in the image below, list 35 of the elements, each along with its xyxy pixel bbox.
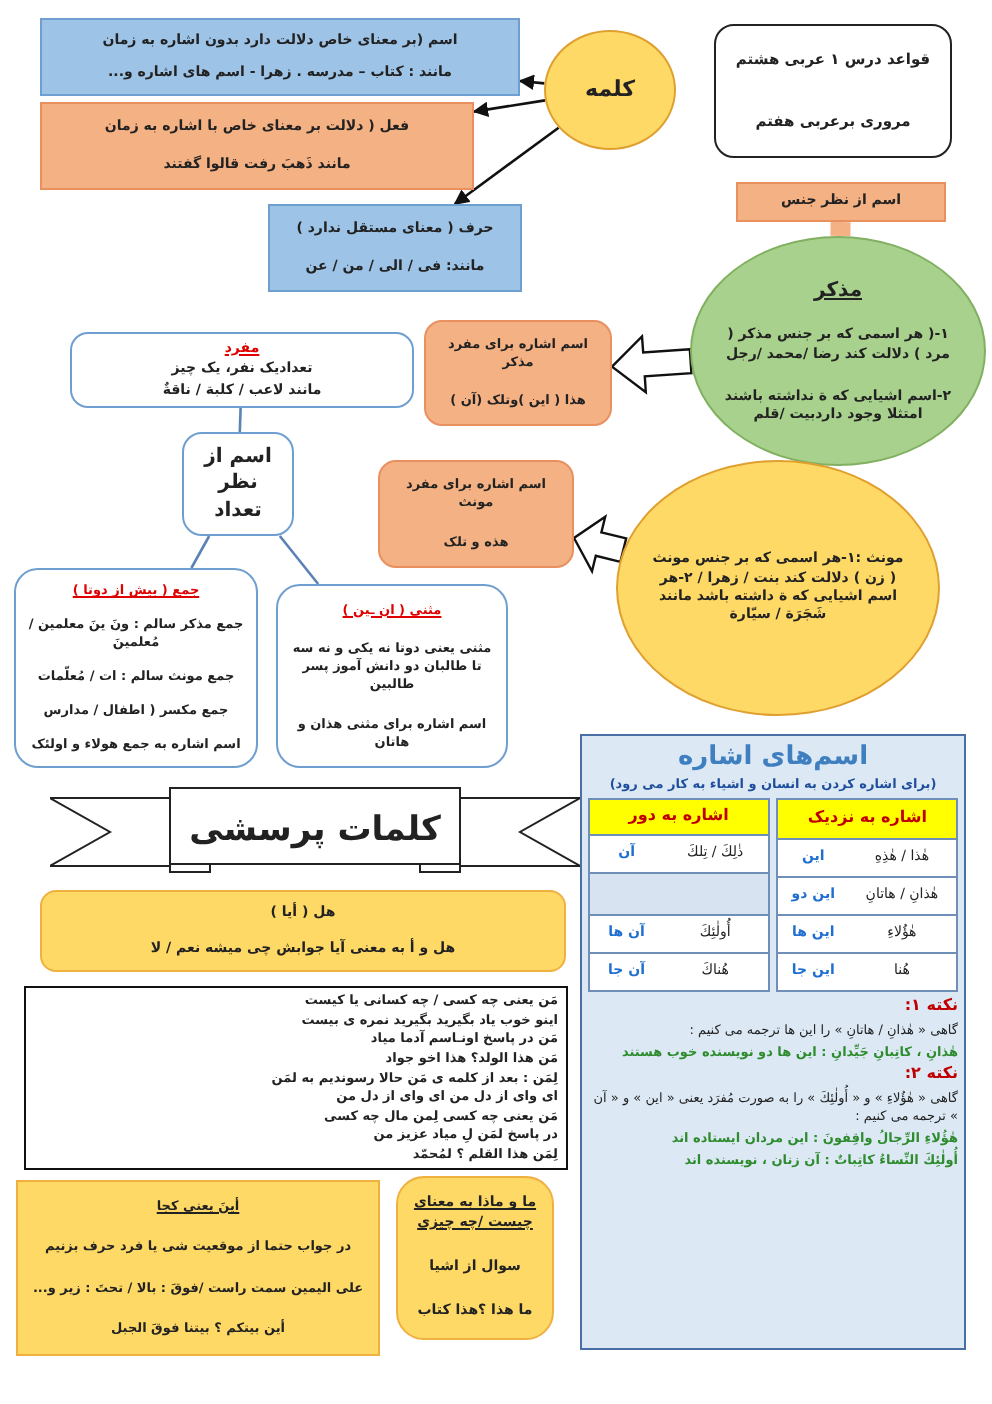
body-text: کلمه [585, 75, 635, 105]
question-box [16, 1180, 380, 1356]
heading-text: مذکر [814, 277, 863, 305]
demonstrative-box [378, 460, 574, 568]
number-box [182, 432, 294, 536]
reference-panel [580, 734, 966, 1350]
table-header: اشاره به دور [625, 806, 731, 829]
connector-line [238, 407, 242, 433]
connector-line [190, 535, 211, 569]
arrow [518, 74, 545, 91]
title-box [714, 24, 952, 158]
demonstrative-box [424, 320, 612, 426]
question-box [24, 986, 568, 1170]
dual-box [276, 584, 508, 768]
question-box [396, 1176, 554, 1340]
panel-title: اسم‌های اشاره [677, 740, 869, 776]
note-heading: نکته ۲: [902, 1064, 958, 1087]
body-text: اسم از نظر تعداد [201, 443, 274, 525]
title-ribbon [50, 786, 580, 874]
heading-text: کلمات پرسشی [189, 807, 441, 853]
question-box [40, 890, 566, 972]
singular-box [70, 332, 414, 408]
arrow [453, 126, 560, 206]
noun-box [40, 18, 520, 96]
block-arrow [572, 514, 628, 575]
plural-box [14, 568, 258, 768]
connector-line [278, 535, 320, 585]
note-heading: نکته ۱: [902, 996, 958, 1018]
verb-box [40, 102, 474, 190]
connector-line [830, 221, 851, 237]
particle-box [268, 204, 522, 292]
heading-box [736, 182, 946, 222]
block-arrow [610, 333, 693, 395]
table-header: اشاره به نزدیک [805, 808, 929, 831]
arrow [472, 99, 546, 118]
